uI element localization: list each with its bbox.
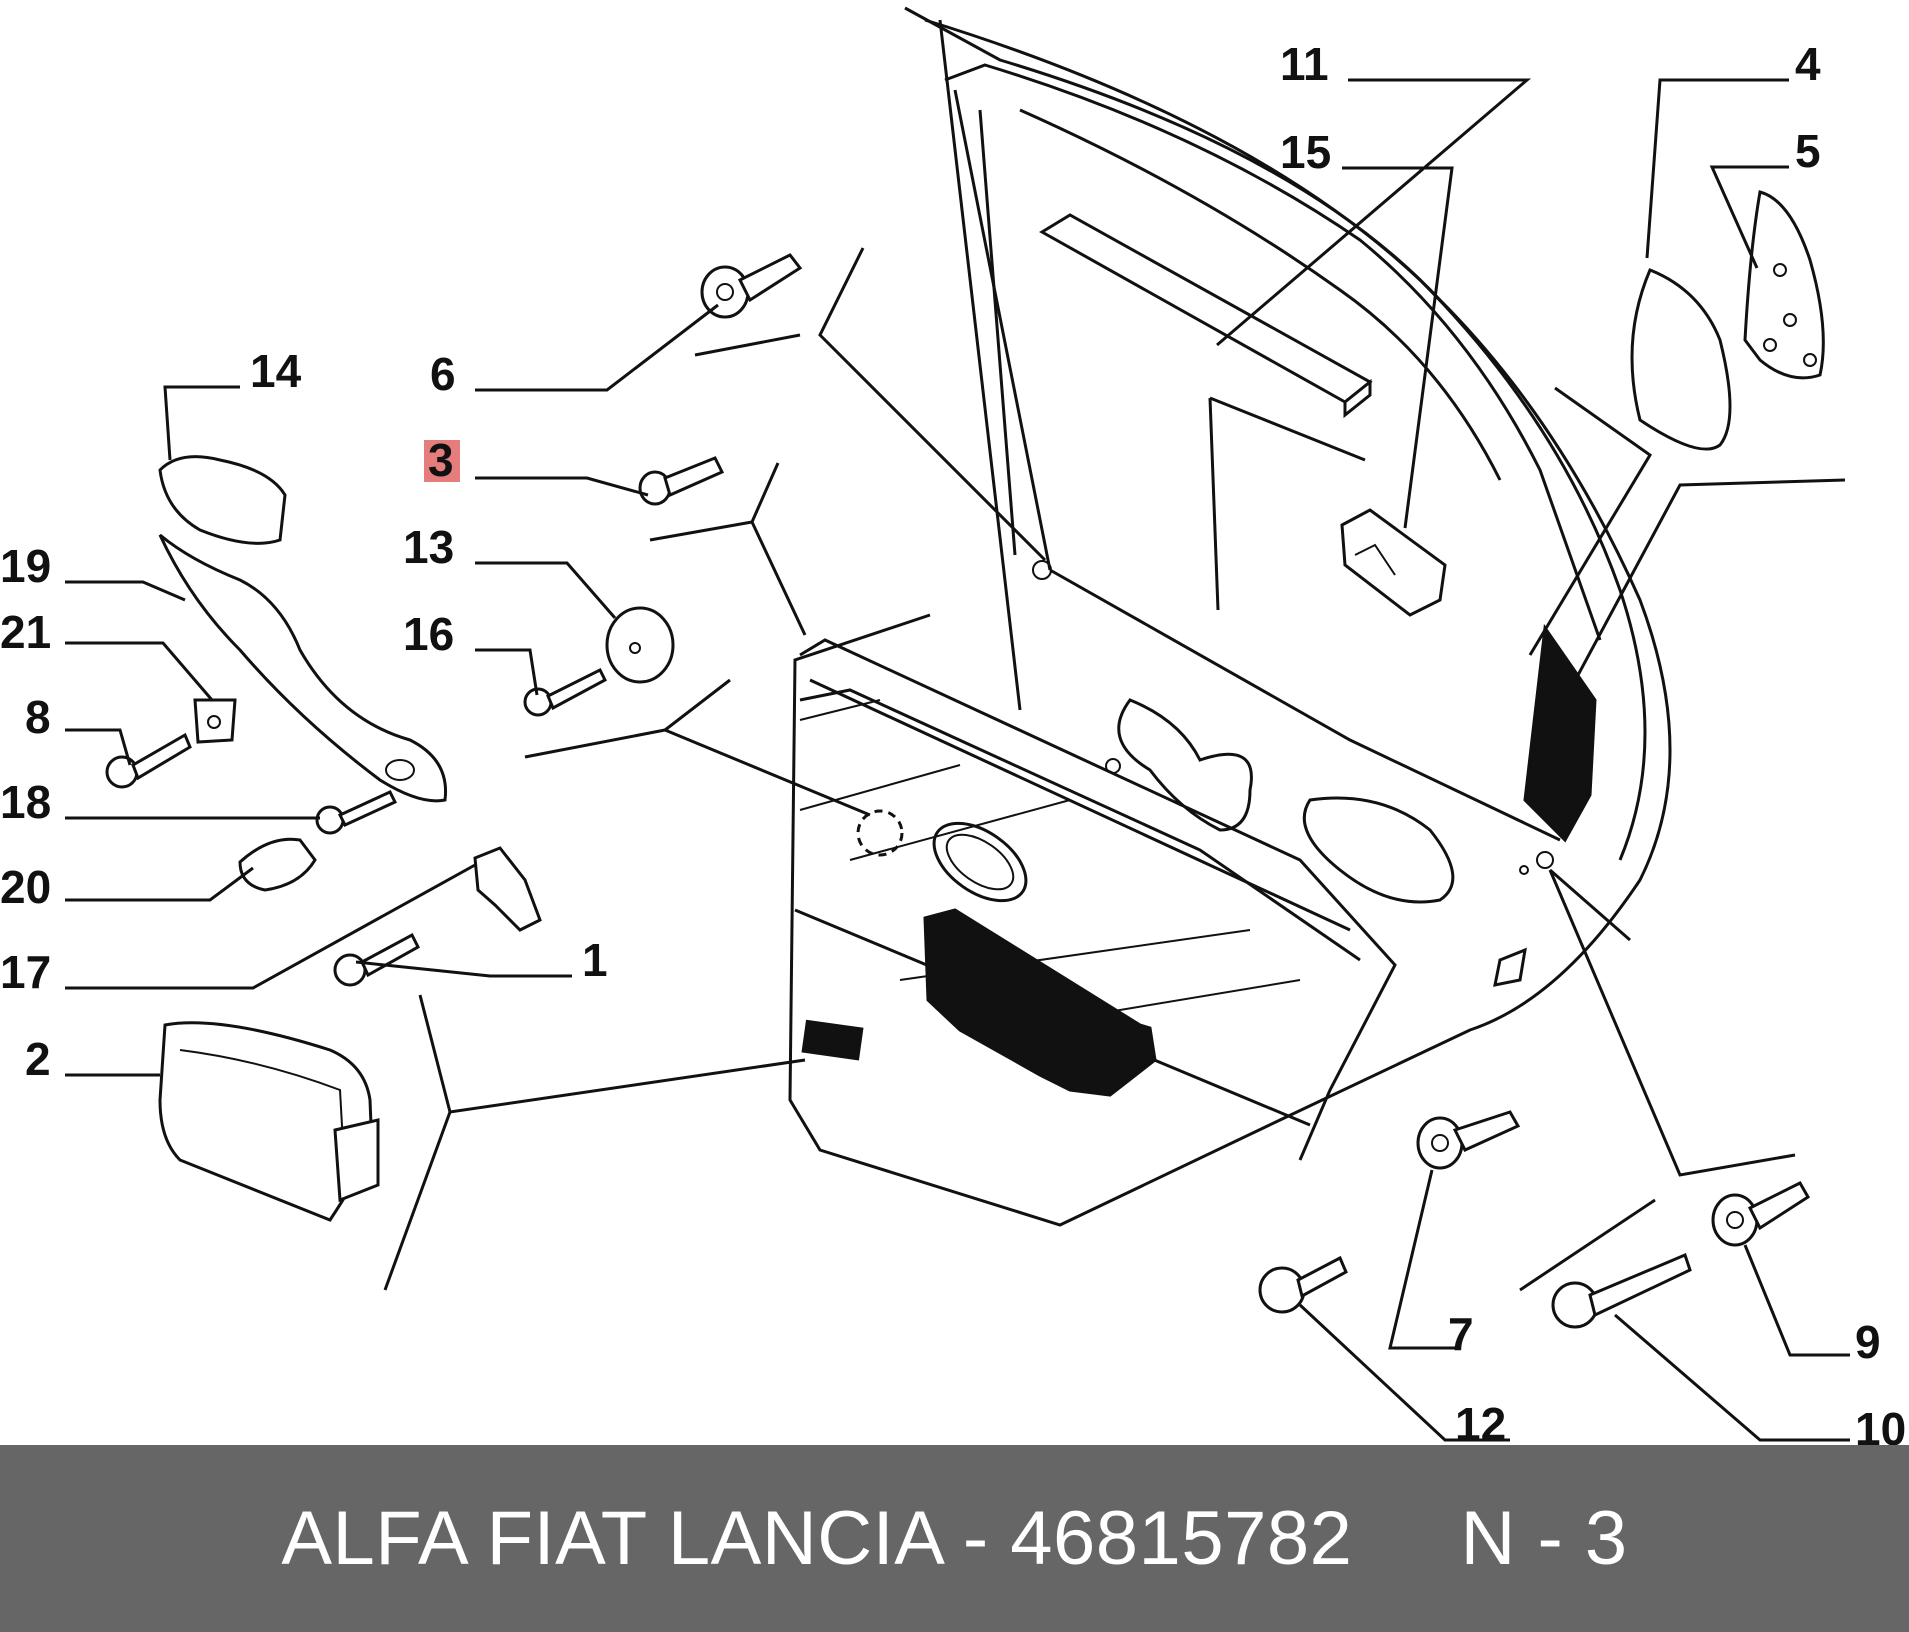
callout-12: 12 — [1455, 1398, 1506, 1445]
part-trim-4 — [1630, 268, 1732, 451]
selected-part-highlight — [424, 440, 460, 482]
callout-labels: 11 15 4 5 6 3 13 16 14 19 21 8 18 20 17 … — [0, 38, 1906, 1445]
part-screw-16 — [523, 667, 607, 717]
callout-21: 21 — [0, 606, 51, 658]
callout-18: 18 — [0, 776, 51, 828]
part-pad-21 — [193, 698, 237, 744]
callout-1: 1 — [582, 934, 608, 986]
callout-10: 10 — [1855, 1403, 1906, 1445]
callout-5: 5 — [1795, 125, 1821, 177]
part-screw-18 — [315, 790, 398, 835]
part-pin-6 — [700, 253, 803, 319]
door-shell — [788, 6, 1672, 1227]
part-handle-14 — [158, 455, 287, 545]
callout-15: 15 — [1280, 126, 1331, 178]
callout-17: 17 — [0, 946, 51, 998]
part-pin-9 — [1711, 1181, 1811, 1247]
part-plate-5 — [1743, 190, 1825, 380]
callout-7: 7 — [1448, 1308, 1474, 1360]
callout-19: 19 — [0, 540, 51, 592]
part-clip-15 — [1340, 508, 1447, 617]
exploded-parts-diagram: 11 15 4 5 6 3 13 16 14 19 21 8 18 20 17 … — [0, 6, 1906, 1445]
callout-14: 14 — [250, 345, 302, 397]
callout-11: 11 — [1280, 38, 1329, 90]
part-pin-7 — [1416, 1110, 1521, 1170]
callout-4: 4 — [1795, 38, 1821, 90]
callout-16: 16 — [403, 608, 454, 660]
part-window-strip — [1039, 213, 1373, 419]
callout-13: 13 — [403, 521, 454, 573]
part-screw-8 — [105, 732, 192, 789]
callout-3: 3 — [428, 434, 454, 486]
callout-2: 2 — [25, 1033, 51, 1085]
callout-6: 6 — [430, 348, 456, 400]
callout-8: 8 — [25, 691, 51, 743]
callout-9: 9 — [1855, 1316, 1881, 1368]
footer-bar: ALFA FIAT LANCIA - 46815782 N - 3 — [0, 1445, 1909, 1632]
part-screw-1 — [333, 932, 420, 987]
part-lamp-2 — [158, 1021, 380, 1222]
leader-lines — [65, 78, 1850, 1442]
footer-caption: ALFA FIAT LANCIA - 46815782 N - 3 — [281, 1496, 1628, 1581]
part-clip-17 — [473, 846, 542, 932]
part-screw-12 — [1258, 1255, 1348, 1314]
part-handle-bracket-19 — [158, 533, 448, 803]
part-cap-20 — [238, 837, 317, 892]
part-washer-13 — [605, 606, 675, 684]
part-screw-10 — [1551, 1252, 1692, 1329]
callout-20: 20 — [0, 861, 51, 913]
part-screw-3 — [638, 456, 725, 506]
